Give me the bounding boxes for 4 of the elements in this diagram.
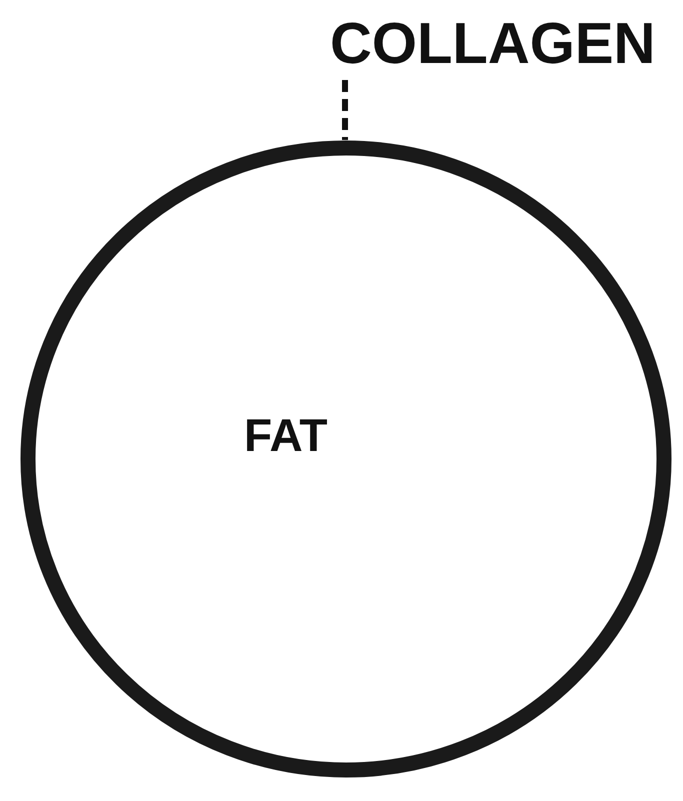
cell-label: FAT: [244, 412, 328, 458]
cell-circle: [20, 140, 672, 778]
leader-line: [342, 80, 348, 140]
part-label: COLLAGEN: [330, 12, 675, 76]
